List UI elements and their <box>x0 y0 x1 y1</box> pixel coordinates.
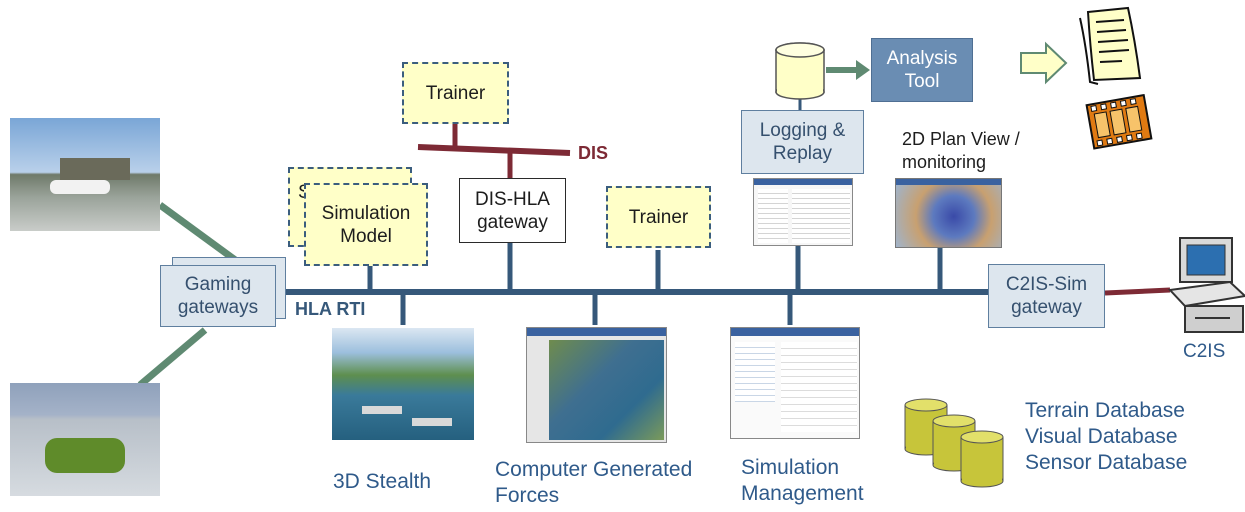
computer-icon <box>1167 237 1245 333</box>
cgf-map-screenshot <box>526 327 667 443</box>
terrain-database-label: Terrain Database <box>1025 399 1185 422</box>
simulation-model-box: Simulation Model <box>304 183 428 266</box>
trainer-box-middle: Trainer <box>606 186 711 248</box>
plan-view-screenshot <box>895 178 1002 248</box>
c2is-sim-gateway-box: C2IS-Sim gateway <box>988 264 1105 328</box>
logging-replay-box: Logging & Replay <box>741 110 864 174</box>
airfield-screenshot <box>10 118 160 231</box>
dis-hla-gateway-box: DIS-HLA gateway <box>459 178 566 243</box>
document-icon <box>1079 6 1142 85</box>
c2is-label: C2IS <box>1183 341 1226 362</box>
cgf-label: Computer Generated Forces <box>495 458 693 507</box>
gaming-link-lower <box>137 327 208 388</box>
tank-screenshot <box>10 383 160 496</box>
dis-label: DIS <box>578 143 609 163</box>
c2is-link <box>1104 287 1171 296</box>
database-cylinders-icon <box>904 398 1004 488</box>
analysis-tool-box: Analysis Tool <box>871 38 973 102</box>
dis-bus <box>417 144 571 156</box>
hla-rti-label: HLA RTI <box>295 299 366 319</box>
stealth-label: 3D Stealth <box>333 470 432 493</box>
visual-database-label: Visual Database <box>1025 425 1178 448</box>
database-list: Terrain Database Visual Database Sensor … <box>1025 398 1187 476</box>
gaming-gateways-box: Gaming gateways <box>160 265 276 327</box>
sim-management-label: Simulation Management <box>741 456 864 505</box>
sensor-database-label: Sensor Database <box>1025 451 1188 474</box>
gaming-link-upper <box>157 202 241 265</box>
sim-management-screenshot <box>730 327 860 439</box>
output-arrow <box>1020 41 1068 85</box>
logging-replay-screenshot <box>753 178 853 246</box>
arrowhead <box>856 60 870 80</box>
storage-cylinder-icon <box>775 42 825 100</box>
trainer-box-top: Trainer <box>402 62 509 124</box>
plan-view-label: 2D Plan View / monitoring <box>902 129 1020 172</box>
stealth-view-screenshot <box>332 328 474 440</box>
film-strip-icon <box>1085 93 1153 150</box>
